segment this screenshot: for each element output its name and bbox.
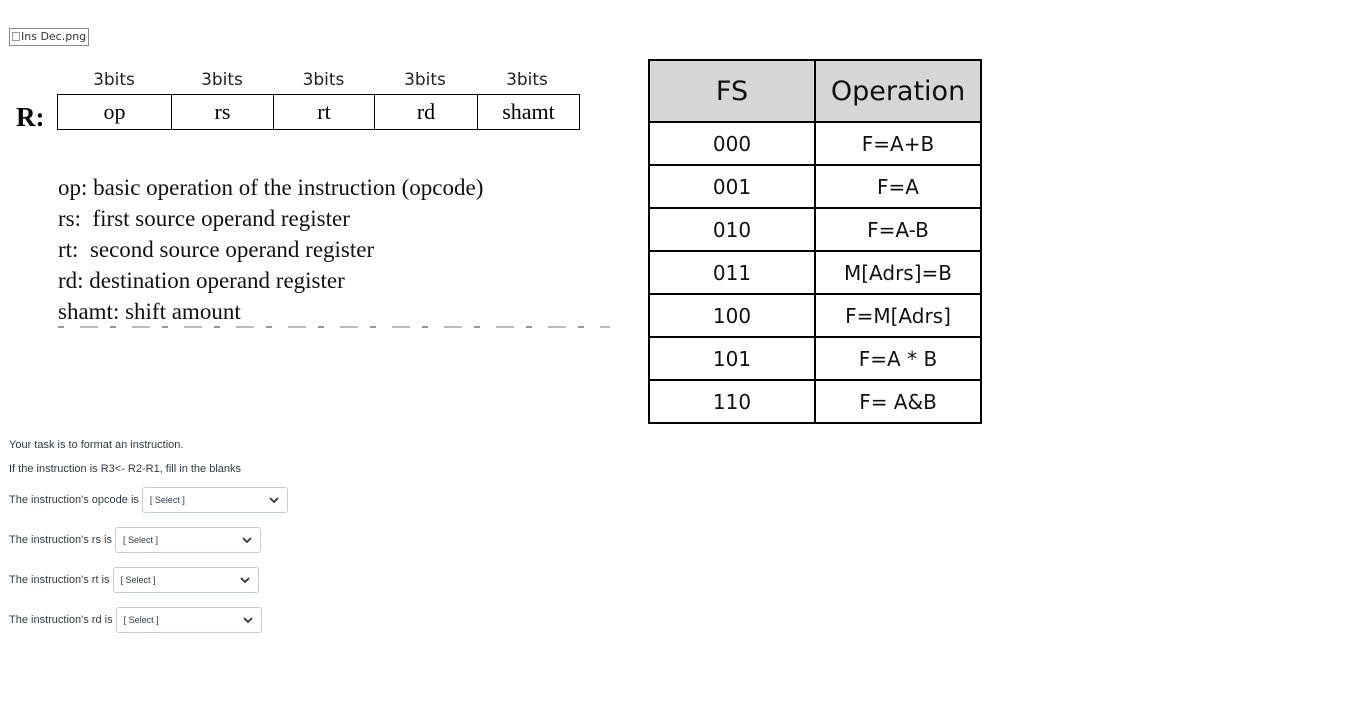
bits-label-shamt: 3bits (506, 70, 548, 90)
field-rd: rd (375, 95, 478, 129)
blank-label-rd: The instruction's rd is (9, 614, 113, 626)
operation-cell: F=A * B (814, 336, 982, 381)
table-row: 110 F= A&B (648, 379, 982, 424)
table-row: 011 M[Adrs]=B (648, 250, 982, 295)
blank-rs: The instruction's rs is [ Select ] (9, 527, 261, 553)
field-op: op (58, 95, 172, 129)
bits-label-rs: 3bits (201, 70, 243, 90)
select-value: [ Select ] (149, 495, 185, 505)
description-rs: rs: first source operand register (58, 206, 350, 231)
chevron-down-icon (242, 617, 253, 624)
operation-cell: F= A&B (814, 379, 982, 424)
bits-label-rt: 3bits (302, 70, 345, 90)
fs-cell: 011 (648, 250, 816, 295)
fs-cell: 101 (648, 336, 816, 381)
table-row: 101 F=A * B (648, 336, 982, 381)
register-label: R: (16, 102, 45, 132)
chevron-down-icon (239, 577, 250, 584)
image-alt-text: Ins Dec.png (21, 30, 87, 43)
fs-cell: 110 (648, 379, 816, 424)
field-shamt: shamt (502, 99, 555, 124)
field-descriptions: op: basic operation of the instruction (… (58, 172, 483, 327)
operation-cell: F=A+B (814, 121, 982, 166)
fs-operation-table: FS Operation 000 F=A+B 001 F=A 010 F=A-B… (648, 59, 982, 424)
table-row: 000 F=A+B (648, 121, 982, 166)
header-operation: Operation (814, 59, 982, 123)
blank-label-opcode: The instruction's opcode is (9, 494, 139, 506)
operation-cell: M[Adrs]=B (814, 250, 982, 295)
blank-label-rs: The instruction's rs is (9, 534, 112, 546)
description-rd: rd: destination operand register (58, 268, 345, 293)
select-value: [ Select ] (123, 615, 159, 625)
table-row: 001 F=A (648, 164, 982, 209)
fs-cell: 010 (648, 207, 816, 252)
fs-cell: 000 (648, 121, 816, 166)
chevron-down-icon (242, 537, 252, 544)
bits-row: 3bits 3bits 3bits 3bits 3bits (57, 70, 578, 92)
select-value: [ Select ] (122, 535, 158, 545)
rd-select[interactable]: [ Select ] (115, 607, 262, 633)
field-rt: rt (274, 95, 375, 129)
header-fs: FS (648, 59, 816, 123)
format-fields: op rs rt rd shamt (57, 94, 580, 130)
operation-cell: F=M[Adrs] (814, 293, 982, 338)
rt-select[interactable]: [ Select ] (112, 567, 259, 593)
cropped-text-edge (58, 326, 610, 328)
description-rt: rt: second source operand register (58, 237, 375, 262)
question-intro: Your task is to format an instruction. (9, 439, 184, 451)
broken-image-icon (12, 32, 20, 41)
bits-label-rd: 3bits (404, 70, 446, 90)
opcode-select[interactable]: [ Select ] (141, 487, 288, 513)
broken-image: Ins Dec.png (9, 28, 90, 46)
fs-cell: 100 (648, 293, 816, 338)
rs-select[interactable]: [ Select ] (114, 527, 261, 553)
question-prompt: If the instruction is R3<- R2-R1, fill i… (9, 463, 242, 475)
blank-rt: The instruction's rt is [ Select ] (9, 567, 259, 593)
operation-cell: F=A (814, 164, 982, 209)
instruction-format-figure: 3bits 3bits 3bits 3bits 3bits R: op rs r… (10, 68, 610, 333)
fs-cell: 001 (648, 164, 816, 209)
chevron-down-icon (269, 497, 279, 504)
table-row: 010 F=A-B (648, 207, 982, 252)
bits-label-op: 3bits (93, 70, 135, 90)
blank-label-rt: The instruction's rt is (9, 574, 110, 586)
table-row: 100 F=M[Adrs] (648, 293, 982, 338)
select-value: [ Select ] (120, 575, 156, 585)
operation-cell: F=A-B (814, 207, 982, 252)
table-header-row: FS Operation (648, 59, 982, 123)
field-rs: rs (172, 95, 274, 129)
blank-rd: The instruction's rd is [ Select ] (9, 607, 262, 633)
blank-opcode: The instruction's opcode is [ Select ] (9, 487, 288, 513)
description-op: op: basic operation of the instruction (… (58, 175, 484, 200)
description-shamt: shamt: shift amount (58, 299, 241, 324)
